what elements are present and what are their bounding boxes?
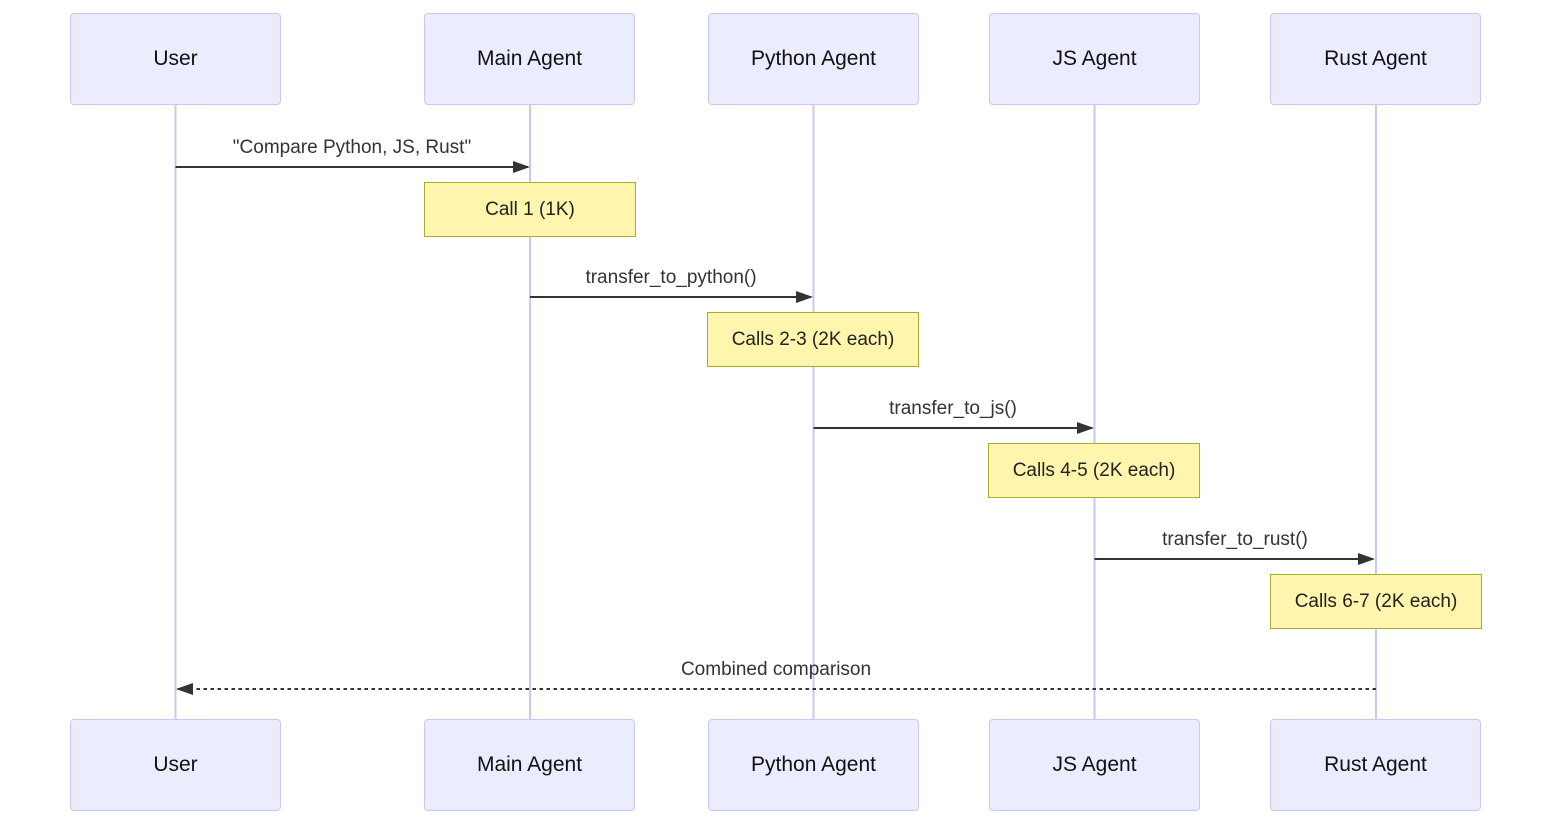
note-calls-2-3: Calls 2-3 (2K each) bbox=[707, 312, 919, 367]
message-label-compare: "Compare Python, JS, Rust" bbox=[232, 137, 472, 158]
actor-label: User bbox=[153, 753, 198, 776]
note-calls-4-5: Calls 4-5 (2K each) bbox=[988, 443, 1200, 498]
actor-bottom-user: User bbox=[70, 719, 281, 811]
message-label-transfer-to-rust: transfer_to_rust() bbox=[1162, 529, 1308, 550]
actor-top-js-agent: JS Agent bbox=[989, 13, 1200, 105]
message-label-transfer-to-python: transfer_to_python() bbox=[585, 267, 757, 288]
note-calls-6-7: Calls 6-7 (2K each) bbox=[1270, 574, 1482, 629]
note-call-1: Call 1 (1K) bbox=[424, 182, 636, 237]
actor-top-user: User bbox=[70, 13, 281, 105]
actor-bottom-rust-agent: Rust Agent bbox=[1270, 719, 1481, 811]
message-label-transfer-to-js: transfer_to_js() bbox=[889, 398, 1017, 419]
actor-label: User bbox=[153, 47, 198, 70]
actor-label: Main Agent bbox=[476, 47, 583, 70]
actor-label: Python Agent bbox=[751, 753, 876, 776]
actor-bottom-main-agent: Main Agent bbox=[424, 719, 635, 811]
actor-bottom-js-agent: JS Agent bbox=[989, 719, 1200, 811]
actor-label: JS Agent bbox=[1052, 753, 1137, 776]
actor-top-main-agent: Main Agent bbox=[424, 13, 635, 105]
actor-label: JS Agent bbox=[1052, 47, 1137, 70]
actor-bottom-python-agent: Python Agent bbox=[708, 719, 919, 811]
message-label-combined-comparison: Combined comparison bbox=[680, 659, 872, 680]
actor-label: Python Agent bbox=[751, 47, 876, 70]
actor-label: Rust Agent bbox=[1324, 47, 1427, 70]
actor-label: Main Agent bbox=[476, 753, 583, 776]
actor-top-rust-agent: Rust Agent bbox=[1270, 13, 1481, 105]
actor-top-python-agent: Python Agent bbox=[708, 13, 919, 105]
actor-label: Rust Agent bbox=[1324, 753, 1427, 776]
